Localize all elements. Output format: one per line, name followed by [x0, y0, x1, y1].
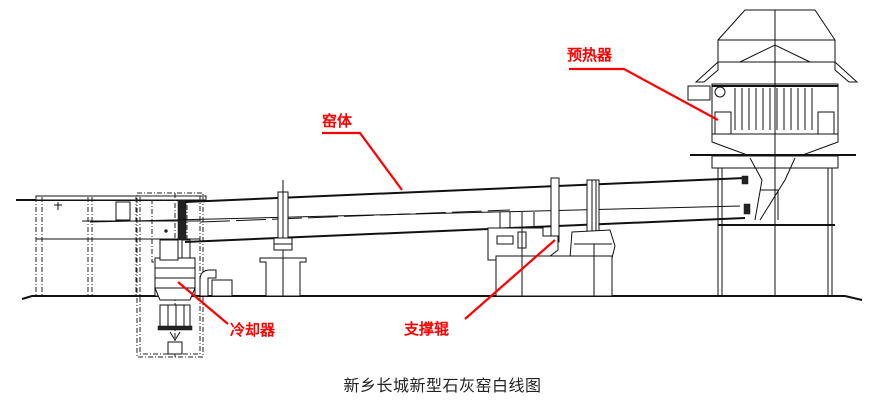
- cooler-leader: [177, 281, 229, 325]
- label-support-roller: 支撑辊: [403, 320, 449, 338]
- support-roller-leader: [464, 239, 556, 320]
- kiln-body: [89, 177, 746, 243]
- preheater-rods: [734, 88, 813, 130]
- preheater-leader: [569, 67, 719, 121]
- label-kiln-body: 窑体: [322, 112, 353, 130]
- label-cooler: 冷却器: [230, 321, 276, 339]
- label-preheater: 预热器: [567, 46, 613, 64]
- cooler: [154, 199, 233, 355]
- ground-line: [21, 295, 863, 301]
- preheater-tower: [687, 9, 859, 296]
- support-pier-1: [259, 180, 307, 297]
- figure-caption: 新乡长城新型石灰窑白线图: [343, 376, 542, 395]
- leader-lines: [177, 67, 719, 325]
- support-pier-2: [487, 177, 616, 297]
- kiln-body-leader: [322, 131, 403, 191]
